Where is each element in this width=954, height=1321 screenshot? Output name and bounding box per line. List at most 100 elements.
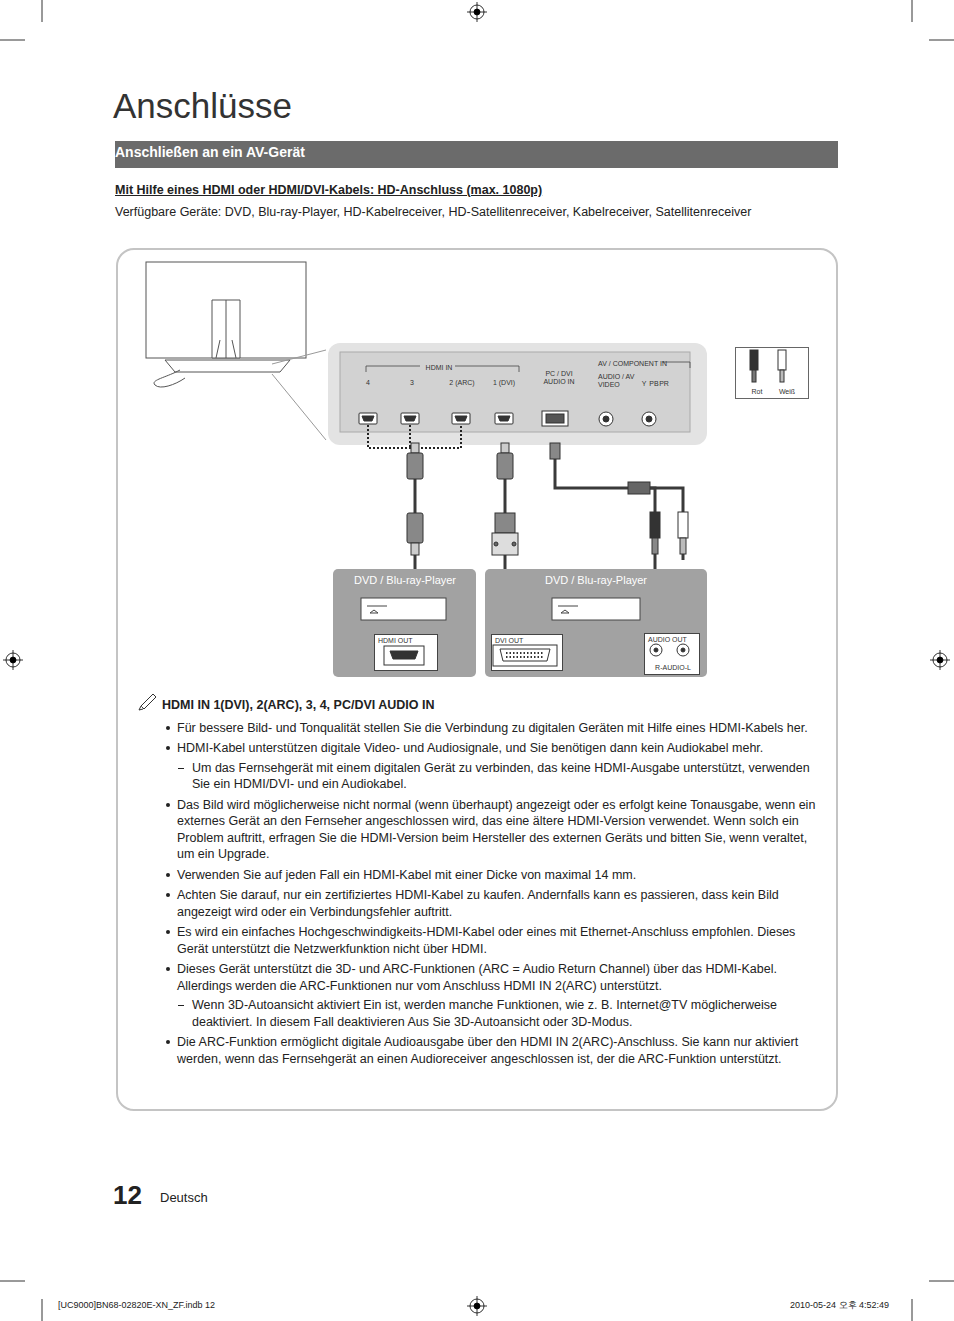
- audio-port: [542, 411, 568, 426]
- cable-plug: [650, 512, 660, 538]
- audio-port: [642, 412, 656, 426]
- cable-plug: [680, 538, 686, 554]
- registration-mark: [467, 2, 487, 22]
- notes: HDMI IN 1(DVI), 2(ARC), 3, 4, PC/DVI AUD…: [162, 697, 820, 1067]
- section-band: Anschließen an ein AV-Gerät: [115, 141, 838, 168]
- output-jack: [650, 644, 662, 656]
- cable-plug: [550, 443, 560, 459]
- registration-mark: [467, 1296, 487, 1316]
- output-jack: [384, 644, 689, 666]
- page-title: Anschlüsse: [113, 86, 292, 126]
- language-label: Deutsch: [160, 1189, 240, 1206]
- note-item: Wenn 3D-Autoansicht aktiviert Ein ist, w…: [162, 997, 820, 1030]
- cable-plug: [495, 513, 515, 533]
- rca-plug-legend: [780, 370, 784, 382]
- rca-plug-legend: [778, 350, 786, 370]
- cable-plug: [411, 443, 419, 453]
- registration-mark: [937, 657, 943, 663]
- audio-port: [546, 414, 564, 423]
- output-jack: [390, 651, 418, 659]
- cable-plug: [411, 543, 419, 555]
- section-heading: Anschließen an ein AV-Gerät: [115, 141, 838, 164]
- player-illustration: [361, 598, 640, 620]
- cable-plug: [494, 542, 498, 546]
- device-name: DVD / Blu-ray-Player: [496, 574, 696, 587]
- hdmi-port: [362, 416, 374, 421]
- port-number: 1 (DVI): [487, 379, 521, 387]
- device-name: DVD / Blu-ray-Player: [335, 574, 475, 587]
- port-number: 4: [361, 379, 375, 387]
- player-illustration: [361, 598, 446, 620]
- cable-plug: [628, 482, 650, 494]
- page-number: 12: [113, 1178, 153, 1212]
- rca-plug-legend: [752, 370, 756, 382]
- note-item: Es wird ein einfaches Hochgeschwindigkei…: [162, 924, 820, 957]
- audio-port: [542, 411, 656, 426]
- rca-plug-legend: [750, 350, 758, 370]
- note-item: Um das Fernsehgerät mit einem digitalen …: [162, 760, 820, 793]
- port-group-label: HDMI IN: [419, 364, 459, 372]
- print-footer: [UC9000]BN68-02820E-XN_ZF.indb 12: [58, 1299, 358, 1311]
- output-jack: [384, 646, 424, 665]
- cable-plug: [492, 533, 518, 555]
- output-jack: [677, 644, 689, 656]
- cable-plug: [407, 513, 423, 543]
- registration-mark: [474, 9, 480, 15]
- registration-mark: [3, 650, 23, 670]
- registration-mark: [467, 2, 487, 22]
- note-icon: [139, 694, 156, 710]
- note-item: Das Bild wird möglicherweise nicht norma…: [162, 797, 820, 863]
- cable-plug: [678, 512, 688, 538]
- port-label: PC / DVI AUDIO IN: [540, 370, 578, 386]
- cable: [555, 445, 655, 569]
- registration-mark: [474, 1303, 480, 1309]
- registration-mark: [3, 2, 950, 1316]
- cable-plug: [512, 542, 516, 546]
- hdmi-port: [401, 413, 419, 424]
- port-label: AUDIO OUT: [648, 636, 698, 644]
- audio-port: [603, 416, 609, 422]
- player-illustration: [367, 606, 387, 613]
- registration-mark: [467, 1296, 487, 1316]
- rca-plug-legend: [750, 350, 786, 382]
- cable-plug: [407, 453, 423, 479]
- note-icon: [141, 694, 156, 709]
- device-list: Verfügbare Geräte: DVD, Blu-ray-Player, …: [115, 204, 838, 220]
- cable-color-key: RotWeiß: [735, 347, 809, 399]
- note-item: Die ARC-Funktion ermöglicht digitale Aud…: [162, 1034, 820, 1067]
- tv-illustration: [272, 350, 326, 440]
- output-jack: [506, 653, 544, 657]
- output-jack: [681, 648, 685, 652]
- port-number: 2 (ARC): [445, 379, 479, 387]
- tv-illustration: [165, 360, 290, 372]
- registration-mark: [930, 650, 950, 670]
- port-label: AUDIO / AV VIDEO: [598, 373, 636, 389]
- signal-name: PR: [659, 380, 669, 388]
- note-item: HDMI-Kabel unterstützen digitale Video- …: [162, 740, 820, 757]
- hdmi-port: [452, 413, 470, 424]
- color-label: Weiß: [773, 388, 801, 396]
- note-item: Achten Sie darauf, nur ein zertifizierte…: [162, 887, 820, 920]
- note-icon: [139, 706, 143, 710]
- color-label: Rot: [744, 388, 770, 396]
- port-label: DVI OUT: [495, 637, 559, 645]
- signal-name: Y: [639, 380, 649, 388]
- registration-mark: [3, 650, 23, 670]
- tv-illustration: [154, 370, 185, 387]
- hdmi-port: [404, 416, 416, 421]
- port-group-label: AV / COMPONENT IN: [598, 360, 673, 368]
- cable-plug: [652, 538, 658, 554]
- hdmi-port: [359, 413, 377, 424]
- output-jack: [500, 649, 550, 661]
- cable-plug: [501, 443, 509, 453]
- hdmi-port: [495, 413, 513, 424]
- registration-mark: [10, 657, 16, 663]
- pin-label: R-AUDIO-L: [647, 664, 699, 672]
- note-item: Verwenden Sie auf jeden Fall ein HDMI-Ka…: [162, 867, 820, 884]
- tv-illustration: [146, 262, 306, 358]
- port-label: HDMI OUT: [378, 637, 436, 645]
- hdmi-port: [498, 416, 510, 421]
